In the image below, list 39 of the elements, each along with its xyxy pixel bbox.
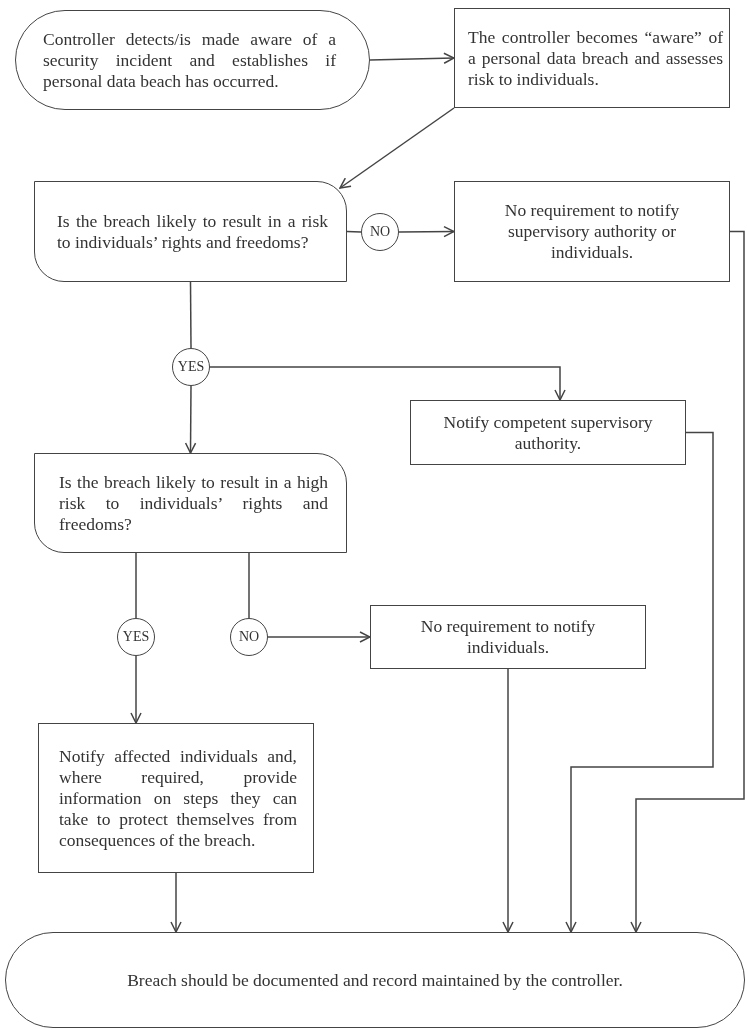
answer-circle: [361, 213, 399, 251]
answer-circle: [230, 618, 268, 656]
process-box: [454, 8, 730, 108]
process-box: [38, 723, 314, 873]
arrow: [267, 631, 371, 643]
arrow: [339, 107, 455, 189]
arrow: [565, 431, 714, 933]
node-text: Is the breach likely to result in a high risk to individuals’ rights and freedoms?: [59, 471, 328, 535]
node-text: The controller becomes “aware” of a personal data breach and assesses risk to individuals.: [468, 26, 723, 90]
answer-circle: [172, 348, 210, 386]
arrow: [398, 225, 455, 238]
node-text: Notify affected individuals and, where required, provide information on steps they can take to protect themselves from consequences of the breach.: [59, 745, 297, 851]
process-box: [454, 181, 730, 282]
connector-line: [135, 552, 137, 619]
arrow: [184, 385, 197, 454]
process-box: [370, 605, 646, 669]
arrow: [630, 230, 745, 933]
node-text: Is the breach likely to result in a risk to individuals’ rights and freedoms?: [57, 210, 328, 253]
decision-box: [34, 453, 347, 553]
answer-label: YES: [122, 629, 150, 645]
connector-line: [248, 552, 250, 619]
arrow: [369, 52, 455, 64]
connector-line: [189, 281, 192, 349]
node-text: No requirement to notify individuals.: [419, 616, 597, 658]
node-text: Breach should be documented and record maintained by the controller.: [127, 969, 623, 991]
arrow: [502, 668, 514, 933]
node-text: No requirement to notify supervisory authority or individuals.: [503, 200, 681, 263]
decision-box: [34, 181, 347, 282]
node-text: Notify competent supervisory authority.: [442, 411, 654, 454]
process-box: [410, 400, 686, 465]
connector-line: [346, 230, 362, 233]
arrow: [209, 366, 566, 401]
arrow: [130, 655, 142, 724]
answer-label: YES: [177, 359, 205, 375]
answer-label: NO: [369, 224, 391, 240]
answer-circle: [117, 618, 155, 656]
answer-label: NO: [238, 629, 260, 645]
node-text: Controller detects/is made aware of a security incident and establishes if personal data beach has occurred.: [43, 28, 336, 92]
arrow: [170, 872, 182, 933]
